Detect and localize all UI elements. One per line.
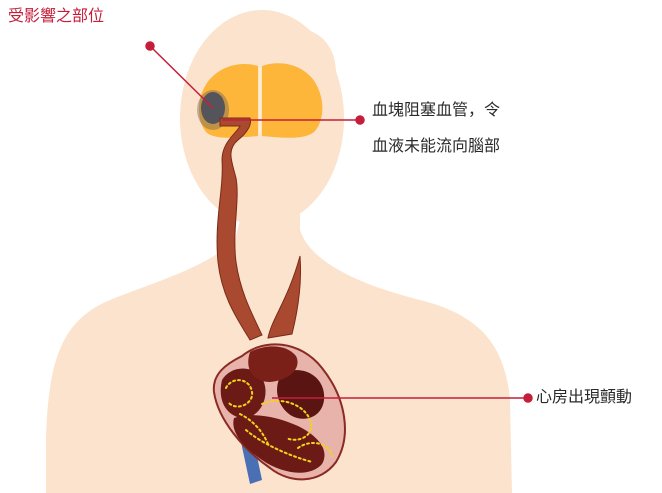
label-affected-area: 受影響之部位 [8,6,104,26]
label-blocked-vessel-line2: 血液未能流向腦部 [372,136,500,156]
label-heart-tremor: 心房出現顫動 [536,387,632,407]
label-blocked-vessel-line1: 血塊阻塞血管，令 [372,100,500,120]
brain [197,63,322,138]
